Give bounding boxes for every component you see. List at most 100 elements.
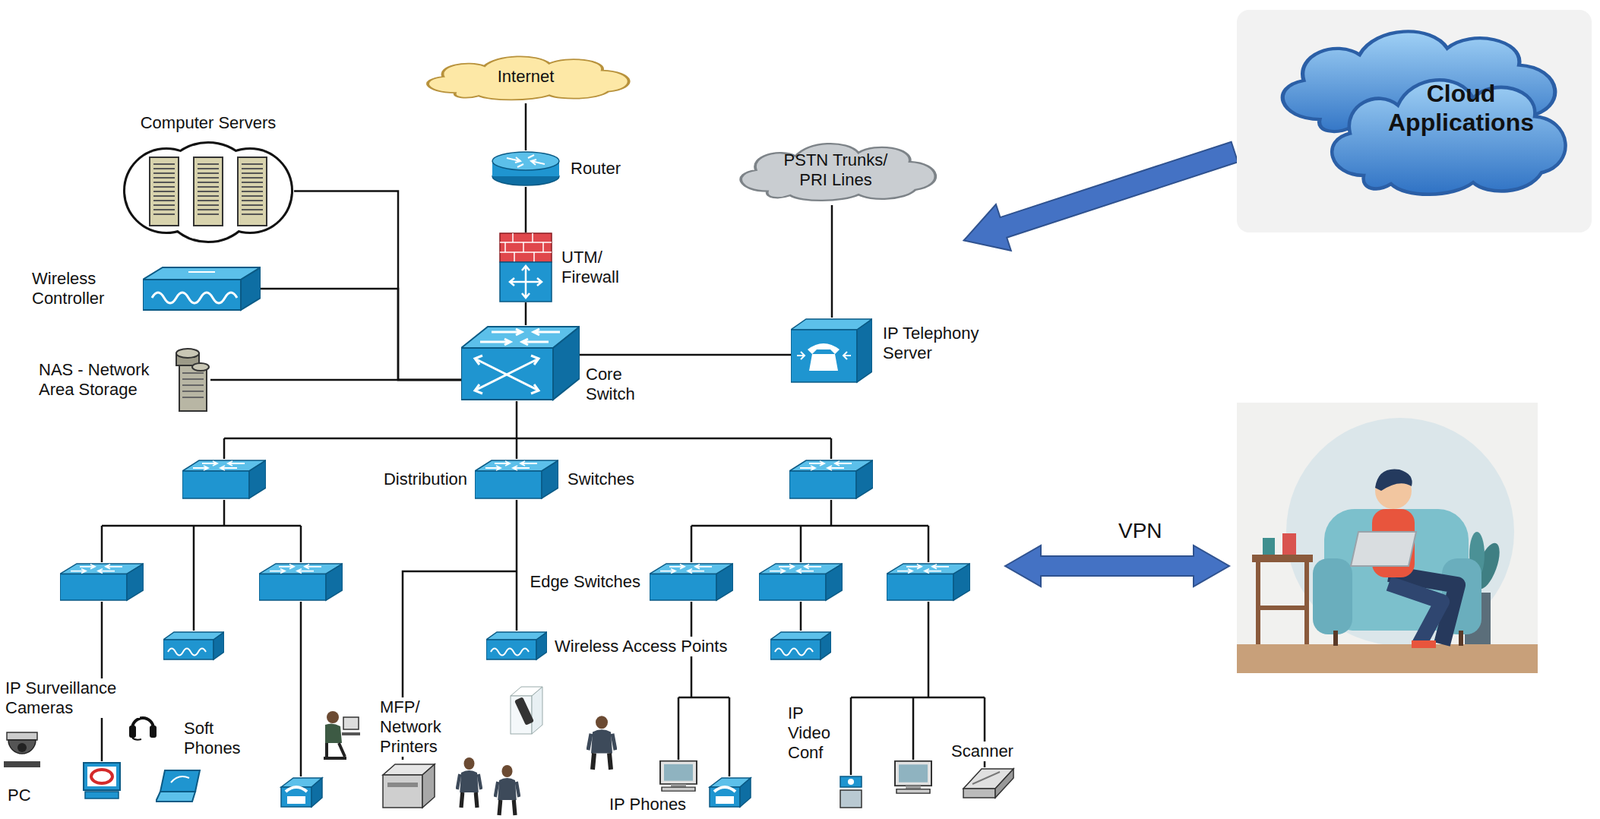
cloud-link-arrow [956, 129, 1243, 264]
device-label: VPN [1116, 518, 1164, 544]
rect-shape [1236, 402, 1538, 674]
circle-shape [1286, 417, 1515, 646]
device-label: IP Phones [607, 794, 688, 815]
node-label: Core Switch [584, 364, 660, 405]
node-label: NAS - Network Area Storage [37, 360, 166, 400]
router-icon-shape [491, 150, 560, 187]
telephony-server: IP Telephony Server [790, 317, 873, 384]
device-label: MFP/ Network Printers [378, 697, 454, 757]
device-label: PC [6, 785, 33, 806]
firewall-icon-outline [499, 233, 552, 302]
use-shape [486, 632, 548, 660]
server-group: Computer Servers [122, 137, 295, 245]
polygon-shape [1350, 531, 1417, 567]
edge-switch-shape [649, 562, 734, 602]
network-link [831, 205, 834, 318]
use-shape [457, 757, 482, 808]
use-shape [281, 777, 323, 807]
edge-switch-outline [649, 563, 734, 601]
internet-cloud-outline [427, 56, 630, 100]
edge-switch: Edge Switches [649, 562, 734, 602]
use-shape [770, 632, 832, 660]
pstn-cloud: PSTN Trunks/ PRI Lines [721, 135, 950, 206]
path-shape [678, 601, 730, 777]
rect-shape [1262, 537, 1275, 555]
path-shape [1411, 640, 1436, 649]
path-shape [1375, 469, 1413, 492]
network-link [524, 302, 528, 326]
server-group-shape [122, 137, 295, 245]
telephony-server-shape [790, 317, 873, 384]
use-shape [3, 732, 41, 768]
use-shape [259, 563, 343, 601]
device-label: IP Video Conf [786, 703, 837, 763]
distribution-switch-shape [474, 458, 559, 500]
wireless-controller-outline [142, 267, 261, 310]
use-shape [182, 460, 266, 499]
node-label: Edge Switches [528, 572, 642, 592]
device-icons [3, 460, 1014, 816]
use-shape [510, 686, 543, 734]
wireless-controller-shape [142, 265, 261, 312]
use-shape [163, 632, 225, 660]
node-label: Computer Servers [139, 113, 279, 133]
node-label: Router [569, 158, 623, 179]
wireless-controller: Wireless Controller [142, 265, 261, 312]
use-shape [709, 777, 751, 807]
router-icon-outline [492, 151, 560, 186]
node-label: Wireless Controller [30, 268, 133, 309]
device-label: Soft Phones [182, 718, 247, 759]
cloud-applications-image-outline [1236, 9, 1592, 233]
rect-shape [1236, 644, 1538, 674]
router-icon: Router [491, 150, 560, 187]
use-shape [894, 761, 932, 794]
core-switch-outline [461, 326, 580, 400]
use-shape [660, 761, 697, 791]
network-link [579, 354, 791, 357]
use-shape [83, 762, 121, 799]
use-shape [382, 764, 435, 808]
nas-storage-outline [176, 348, 209, 412]
network-link [524, 103, 528, 151]
distribution-switch-outline [474, 460, 559, 499]
cloud-applications-image: Cloud Applications [1236, 9, 1592, 233]
use-shape [60, 563, 144, 601]
use-shape [155, 770, 200, 802]
node-label: PSTN Trunks/ PRI Lines [771, 150, 901, 190]
rect-shape [1312, 558, 1353, 635]
server-group-outline [125, 143, 291, 241]
network-link [260, 288, 462, 380]
use-shape [758, 563, 843, 601]
nas-storage: NAS - Network Area Storage [174, 347, 211, 413]
firewall-icon: UTM/ Firewall [499, 232, 553, 303]
node-label: Distribution [382, 469, 469, 490]
use-shape [963, 768, 1014, 798]
core-switch: Core Switch [461, 325, 580, 402]
use-shape [840, 776, 862, 808]
remote-worker-illustration [1236, 402, 1538, 674]
rect-shape [1282, 533, 1297, 555]
distribution-switch: DistributionSwitches [474, 458, 559, 500]
network-link [210, 379, 462, 382]
node-label: Internet [497, 66, 555, 87]
firewall-icon-shape [499, 232, 553, 303]
device-label: Scanner [949, 741, 1016, 762]
pstn-cloud-outline [740, 143, 936, 201]
node-label: UTM/ Firewall [559, 247, 647, 288]
network-link [294, 191, 462, 381]
core-switch-shape [461, 325, 580, 402]
vpn-double-arrow [1005, 545, 1230, 587]
path-shape [691, 499, 929, 563]
path-shape [1388, 573, 1458, 645]
internet-cloud: Internet [407, 50, 644, 104]
network-link [515, 401, 519, 459]
node-label: IP Telephony Server [881, 323, 999, 364]
polygon-shape [956, 129, 1243, 264]
use-shape [789, 460, 873, 499]
use-shape [495, 765, 520, 816]
path-shape [800, 601, 803, 631]
device-label: Wireless Access Points [553, 636, 729, 657]
use-shape [886, 563, 971, 601]
use-shape [129, 717, 157, 740]
wiring [101, 438, 985, 777]
